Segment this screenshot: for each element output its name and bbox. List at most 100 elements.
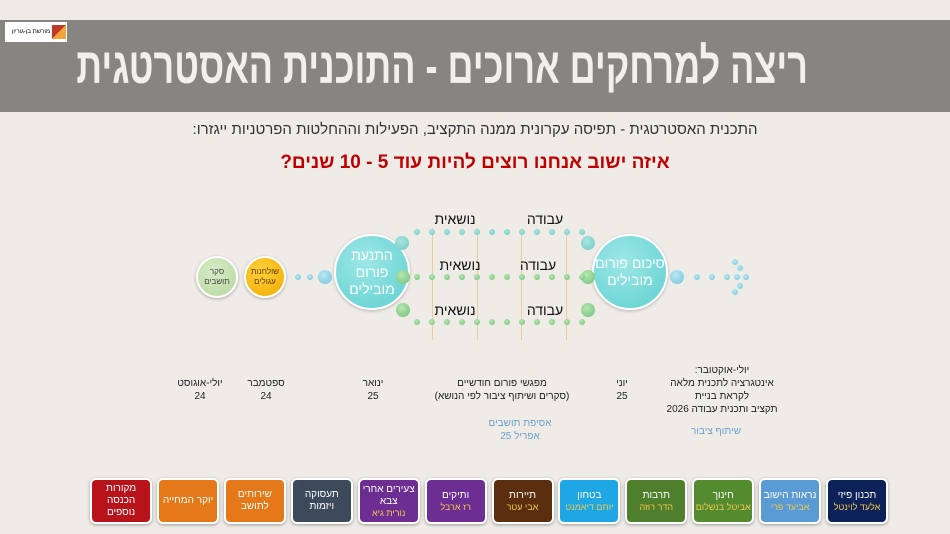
dot-icon <box>732 289 738 295</box>
dot-icon <box>444 319 450 325</box>
divider-line <box>477 228 478 340</box>
dot-icon <box>670 270 684 284</box>
work-label: עבודה <box>519 257 557 273</box>
topic-label: נושאית <box>434 211 476 227</box>
topic-box[interactable]: יוקר המחייה <box>157 478 219 524</box>
topic-owner: יותם דיאמנט <box>565 501 614 512</box>
timeline-participation: שיתוף ציבור <box>691 426 741 437</box>
topic-title: מקורות הכנסה נוספים <box>106 483 137 518</box>
dot-icon <box>395 236 409 250</box>
topic-label: נושאית <box>434 302 476 318</box>
dot-icon <box>414 229 420 235</box>
topic-title: צעירים אחרי צבא <box>362 483 415 507</box>
dot-icon <box>732 259 738 265</box>
dot-icon <box>581 303 595 317</box>
divider-line <box>566 228 567 340</box>
dot-icon <box>414 319 420 325</box>
title-banner <box>0 20 950 112</box>
page-title-wrap: ריצה למרחקים ארוכים - התוכנית האסטרטגית <box>0 20 950 112</box>
dot-icon <box>549 319 555 325</box>
topic-box[interactable]: תעסוקה ויזמות <box>290 478 353 524</box>
timeline-meetings: מפגשי פורום חודשיים(סקרים ושיתוף ציבור ל… <box>434 378 570 402</box>
dot-icon <box>534 319 540 325</box>
dot-icon <box>489 319 495 325</box>
dot-icon <box>504 274 510 280</box>
logo: מורשת בן-גוריון <box>5 22 67 42</box>
topic-owner: נורית גיא <box>372 507 406 518</box>
dot-icon <box>429 274 435 280</box>
dot-icon <box>295 274 301 280</box>
dot-icon <box>307 274 313 280</box>
topic-owner: אלעד לוינטל <box>833 501 881 512</box>
divider-line <box>521 228 522 340</box>
topic-box[interactable]: מקורות הכנסה נוספים <box>90 478 153 524</box>
dot-icon <box>534 274 540 280</box>
dot-icon <box>444 274 450 280</box>
dot-icon <box>737 265 743 271</box>
logo-text: מורשת בן-גוריון <box>11 28 50 35</box>
topic-owner: אביטל בנשלום <box>695 501 751 512</box>
dot-icon <box>549 229 555 235</box>
dot-icon <box>519 229 525 235</box>
question-heading: איזה ישוב אנחנו רוצים להיות עוד 5 - 10 ש… <box>280 152 670 173</box>
topic-label: נושאית <box>439 257 481 273</box>
subtitle: התכנית האסטרטגית - תפיסה עקרונית ממנה הת… <box>192 121 758 138</box>
logo-icon <box>52 25 66 39</box>
topic-box[interactable]: שירותים לתושב <box>223 478 286 524</box>
dot-icon <box>459 274 465 280</box>
dot-icon <box>444 229 450 235</box>
dot-icon <box>519 274 525 280</box>
dot-icon <box>581 270 595 284</box>
summary-circle: סיכום פורום מובילים <box>592 234 668 310</box>
topic-title: שירותים לתושב <box>237 489 272 512</box>
dot-icon <box>474 274 480 280</box>
dot-icon <box>579 229 585 235</box>
dot-icon <box>519 319 525 325</box>
topic-title: נראות הישוב <box>763 489 817 501</box>
topic-owner: רז ארבל <box>440 501 471 512</box>
dot-icon <box>504 319 510 325</box>
dot-icon <box>474 319 480 325</box>
topic-title: ותיקים <box>442 489 470 501</box>
topic-title: חינוך <box>712 489 734 501</box>
topic-owner: אביעד פרי <box>770 501 810 512</box>
dot-icon <box>459 319 465 325</box>
dot-icon <box>429 319 435 325</box>
dot-icon <box>579 274 585 280</box>
topic-title: תעסוקה ויזמות <box>304 489 339 512</box>
topic-title: תיירות <box>509 489 536 501</box>
dot-icon <box>694 274 700 280</box>
dot-icon <box>396 270 410 284</box>
dot-icon <box>489 229 495 235</box>
dot-icon <box>581 236 595 250</box>
dot-icon <box>459 229 465 235</box>
work-label: עבודה <box>526 302 564 318</box>
dot-icon <box>549 274 555 280</box>
survey-circle: סקר תושבים <box>196 256 238 298</box>
topic-owner: הדר רוזה <box>639 501 674 512</box>
topic-title: יוקר המחייה <box>162 495 214 506</box>
dot-icon <box>414 274 420 280</box>
dot-icon <box>724 274 730 280</box>
dot-icon <box>504 229 510 235</box>
divider-line <box>432 228 433 340</box>
dot-icon <box>564 274 570 280</box>
topic-owner: אבי עטר <box>506 501 539 512</box>
dot-icon <box>489 274 495 280</box>
topic-title: תרבות <box>642 489 671 501</box>
dot-icon <box>734 274 740 280</box>
